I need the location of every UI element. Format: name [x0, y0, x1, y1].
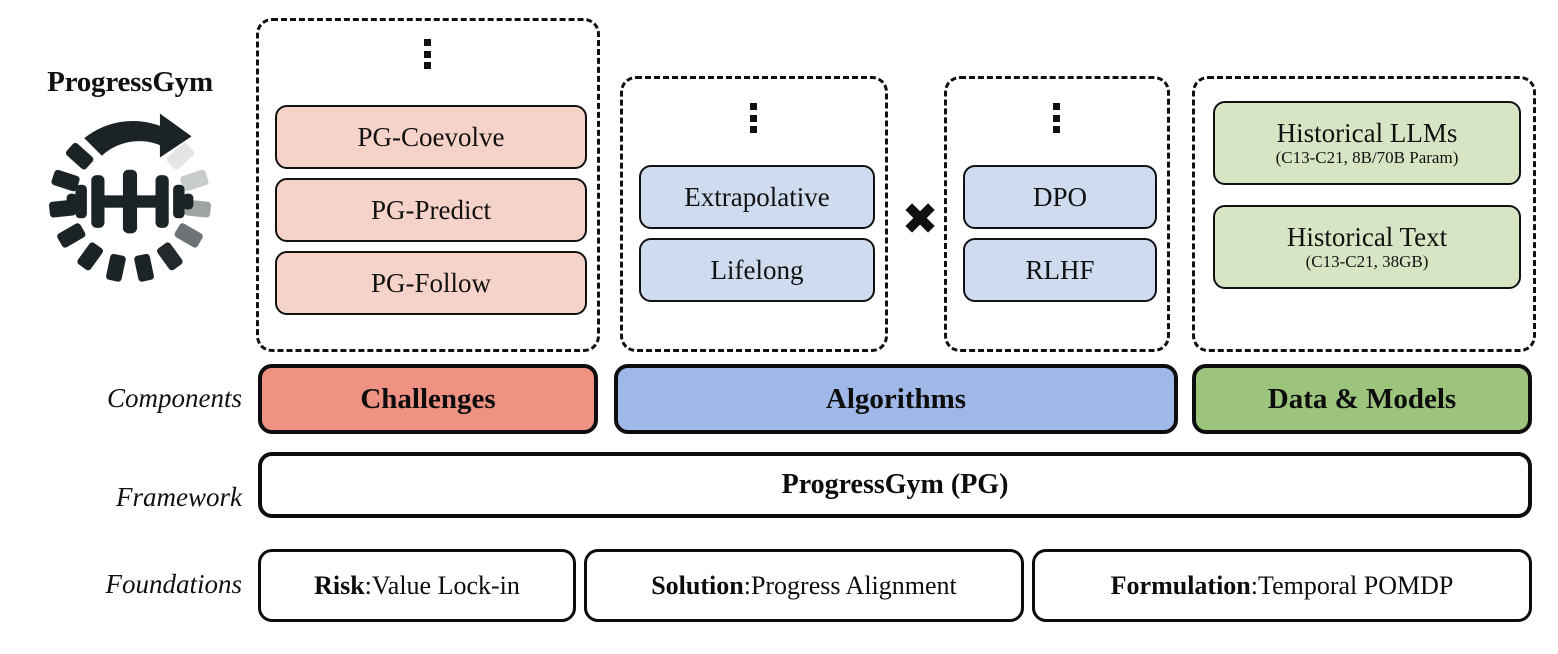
card-title: Extrapolative [684, 181, 830, 212]
foundation-separator: : [1250, 570, 1258, 600]
card-title: RLHF [1025, 254, 1095, 285]
row-label-components: Components [107, 383, 242, 413]
algorithms-method-group: DPO RLHF [944, 76, 1170, 352]
foundation-separator: : [364, 570, 372, 600]
row-label-framework: Framework [116, 482, 242, 512]
foundation-prefix: Solution [651, 570, 744, 600]
card-title: PG-Follow [370, 267, 492, 298]
card-subtitle: (C13-C21, 38GB) [1305, 252, 1429, 272]
card-title: Historical LLMs [1276, 117, 1458, 148]
data-card-historical-llms[interactable]: Historical LLMs (C13-C21, 8B/70B Param) [1213, 101, 1521, 185]
vertical-ellipsis-icon [423, 39, 432, 69]
component-bar-data-models[interactable]: Data & Models [1192, 364, 1532, 434]
framework-bar[interactable]: ProgressGym (PG) [258, 452, 1532, 518]
foundation-box-formulation[interactable]: Formulation: Temporal POMDP [1032, 549, 1532, 622]
foundation-box-risk[interactable]: Risk: Value Lock-in [258, 549, 576, 622]
row-label-foundations: Foundations [105, 569, 242, 599]
vertical-ellipsis-icon [1052, 103, 1061, 133]
foundation-prefix: Formulation [1110, 570, 1251, 600]
component-bar-label: Algorithms [825, 382, 967, 415]
foundation-box-solution[interactable]: Solution: Progress Alignment [584, 549, 1024, 622]
algorithms-paradigm-group: Extrapolative Lifelong [620, 76, 888, 352]
foundation-text: Progress Alignment [750, 570, 957, 600]
card-title: DPO [1032, 181, 1087, 212]
card-subtitle: (C13-C21, 8B/70B Param) [1275, 148, 1459, 168]
foundation-text: Temporal POMDP [1258, 570, 1454, 600]
algorithm-card-dpo[interactable]: DPO [963, 165, 1157, 229]
card-title: Lifelong [710, 254, 804, 285]
algorithm-card-lifelong[interactable]: Lifelong [639, 238, 875, 302]
data-card-historical-text[interactable]: Historical Text (C13-C21, 38GB) [1213, 205, 1521, 289]
card-title: Historical Text [1286, 221, 1448, 252]
component-bar-label: Data & Models [1267, 382, 1457, 415]
foundation-separator: : [743, 570, 751, 600]
challenge-card-pg-coevolve[interactable]: PG-Coevolve [275, 105, 587, 169]
data-models-group: Historical LLMs (C13-C21, 8B/70B Param) … [1192, 76, 1536, 352]
card-title: PG-Predict [371, 194, 491, 225]
algorithm-card-extrapolative[interactable]: Extrapolative [639, 165, 875, 229]
component-bar-challenges[interactable]: Challenges [258, 364, 598, 434]
component-bar-algorithms[interactable]: Algorithms [614, 364, 1178, 434]
multiply-operator-icon: ✖ [901, 195, 939, 244]
page-title: ProgressGym [47, 66, 213, 98]
vertical-ellipsis-icon [749, 103, 758, 133]
foundation-text: Value Lock-in [371, 570, 520, 600]
card-title: PG-Coevolve [357, 121, 505, 152]
framework-bar-label: ProgressGym (PG) [781, 469, 1009, 500]
challenges-group: PG-Coevolve PG-Predict PG-Follow [256, 18, 600, 352]
progress-circle-dumbbell-logo [42, 110, 218, 286]
challenge-card-pg-predict[interactable]: PG-Predict [275, 178, 587, 242]
algorithm-card-rlhf[interactable]: RLHF [963, 238, 1157, 302]
challenge-card-pg-follow[interactable]: PG-Follow [275, 251, 587, 315]
component-bar-label: Challenges [360, 382, 496, 415]
foundation-prefix: Risk [314, 570, 365, 600]
